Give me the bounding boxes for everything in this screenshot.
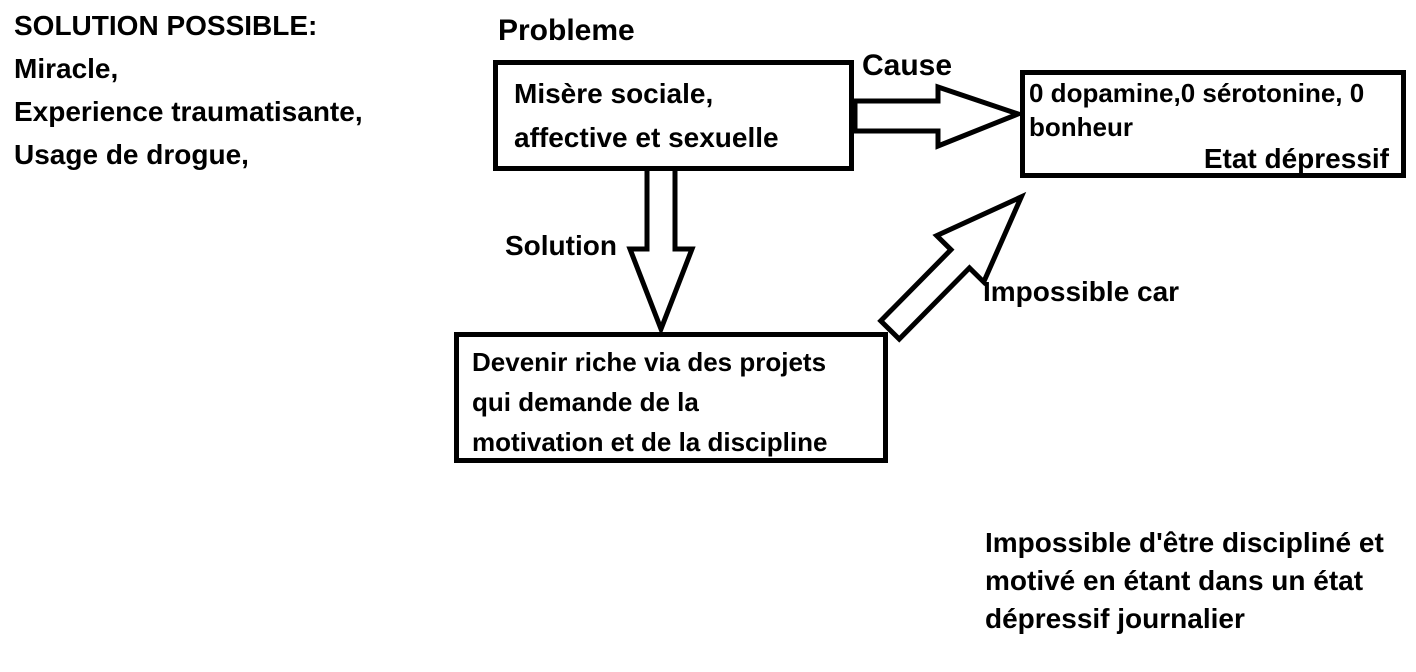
impossible-car-label: Impossible car bbox=[983, 276, 1180, 307]
solution-box: Devenir riche via des projets qui demand… bbox=[454, 332, 888, 463]
impossible-detail-note: Impossible d'être discipliné et motivé e… bbox=[985, 527, 1384, 634]
solution-label: Solution bbox=[505, 230, 617, 261]
solution-arrow bbox=[626, 165, 696, 336]
cause-arrow bbox=[852, 83, 1026, 150]
possible-solutions-heading: SOLUTION POSSIBLE: bbox=[14, 10, 318, 41]
etat-depressif-box: 0 dopamine,0 sérotonine, 0 bonheur Etat … bbox=[1020, 70, 1406, 178]
possible-solutions-note: SOLUTION POSSIBLE: Miracle, Experience t… bbox=[14, 4, 363, 176]
etat-depressif-caption: Etat dépressif bbox=[1203, 143, 1389, 174]
cause-label: Cause bbox=[862, 49, 953, 82]
possible-solutions-list: Miracle, Experience traumatisante, Usage… bbox=[14, 53, 363, 170]
etat-depressif-body: 0 dopamine,0 sérotonine, 0 bonheur bbox=[1029, 78, 1365, 142]
probleme-label: Probleme bbox=[498, 14, 635, 47]
probleme-box: Misère sociale, affective et sexuelle bbox=[493, 60, 854, 171]
impossible-arrow bbox=[877, 191, 1027, 343]
